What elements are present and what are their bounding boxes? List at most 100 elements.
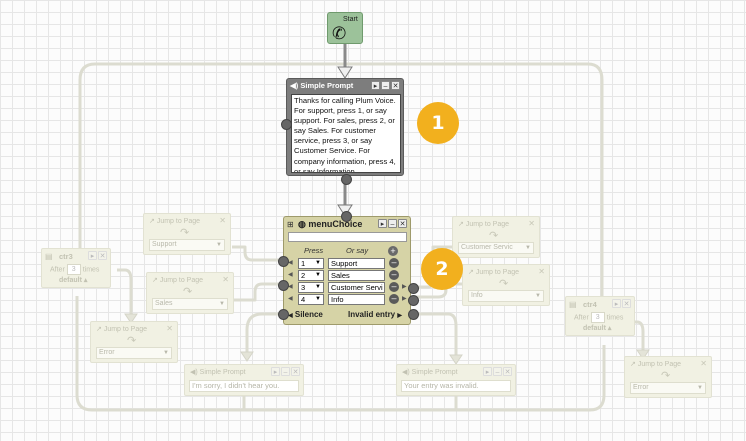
callout-badge-1: 1 (417, 102, 459, 144)
output-port[interactable] (408, 295, 419, 306)
counter-node-ctr3[interactable]: ▤ ctr3 ▸ ✕ After 3 times default ▴ (41, 248, 111, 288)
silence-text: Silence (294, 310, 323, 319)
output-port[interactable] (408, 309, 419, 320)
left-arrow-icon[interactable]: ◀ (288, 284, 293, 290)
output-port[interactable] (278, 280, 289, 291)
play-icon[interactable]: ▸ (612, 299, 621, 308)
say-input[interactable]: Customer Servi (328, 282, 385, 293)
remove-row-icon[interactable]: – (389, 282, 399, 292)
close-icon[interactable]: ✕ (398, 219, 407, 228)
menu-row: ◀ 1▼ Support – (288, 258, 406, 269)
counter-node-ctr4[interactable]: ▤ ctr4 ▸ ✕ After 3 times default ▴ (565, 296, 635, 336)
invalid-prompt-node[interactable]: ◀) Simple Prompt ▸ – ✕ Your entry was in… (396, 364, 516, 396)
left-arrow-icon[interactable]: ◀ (288, 260, 293, 266)
jump-node-customer-service[interactable]: ↗ Jump to Page ✕ ↷ Customer Servic▼ (452, 216, 540, 258)
close-icon[interactable]: ✕ (166, 324, 173, 333)
say-input[interactable]: Info (328, 294, 385, 305)
minimize-icon[interactable]: – (388, 219, 397, 228)
key-value: 1 (301, 259, 306, 268)
close-icon[interactable]: ✕ (391, 81, 400, 90)
jump-node-error-left[interactable]: ↗ Jump to Page ✕ ↷ Error ▼ (90, 321, 178, 363)
curved-arrow-icon: ↷ (127, 335, 137, 347)
node-controls: ▸ – ✕ (371, 81, 400, 90)
jump-node-error-right[interactable]: ↗ Jump to Page ✕ ↷ Error▼ (624, 356, 712, 398)
count-input[interactable]: 3 (66, 264, 81, 275)
minimize-icon[interactable]: – (493, 367, 502, 376)
silence-prompt-node[interactable]: ◀) Simple Prompt ▸ – ✕ I'm sorry, I didn… (184, 364, 304, 396)
close-icon[interactable]: ✕ (503, 367, 512, 376)
output-port[interactable] (341, 174, 352, 185)
menu-choice-node[interactable]: ⊞ ◍ menuChoice ▸ – ✕ Press Or say + ◀ 1▼… (278, 211, 419, 325)
output-port[interactable] (278, 256, 289, 267)
key-select[interactable]: 2▼ (298, 270, 324, 281)
say-input[interactable]: Sales (328, 270, 385, 281)
play-icon[interactable]: ▸ (88, 251, 97, 260)
key-value: 3 (301, 283, 306, 292)
jump-node-info[interactable]: ↗ Jump to Page ✕ ↷ Info▼ (462, 264, 550, 306)
node-controls: ▸ ✕ (612, 299, 631, 308)
left-arrow-icon[interactable]: ◀ (288, 296, 293, 302)
simple-prompt-title: ◀) Simple Prompt (290, 81, 353, 90)
page-select[interactable]: Error▼ (630, 382, 706, 394)
close-icon[interactable]: ✕ (700, 359, 707, 368)
curved-arrow-icon: ↷ (183, 286, 193, 298)
page-select[interactable]: Support▼ (149, 239, 225, 251)
page-select[interactable]: Error ▼ (96, 347, 172, 359)
output-port[interactable] (278, 309, 289, 320)
remove-row-icon[interactable]: – (389, 270, 399, 280)
close-icon[interactable]: ✕ (622, 299, 631, 308)
simple-prompt-node[interactable]: ◀) Simple Prompt ▸ – ✕ Thanks for callin… (281, 78, 404, 185)
play-icon[interactable]: ▸ (378, 219, 387, 228)
remove-row-icon[interactable]: – (389, 294, 399, 304)
key-select[interactable]: 1▼ (298, 258, 324, 269)
close-icon[interactable]: ✕ (222, 275, 229, 284)
key-select[interactable]: 3▼ (298, 282, 324, 293)
close-icon[interactable]: ✕ (538, 267, 545, 276)
input-port[interactable] (341, 211, 352, 222)
input-port[interactable] (281, 119, 292, 130)
page-select[interactable]: Customer Servic▼ (458, 242, 534, 254)
minimize-icon[interactable]: – (281, 367, 290, 376)
play-icon[interactable]: ▸ (271, 367, 280, 376)
page-select[interactable]: Sales▼ (152, 298, 228, 310)
jump-title: ↗ Jump to Page (96, 325, 147, 333)
say-input[interactable]: Support (328, 258, 385, 269)
callout-badge-2: 2 (421, 248, 463, 290)
close-icon[interactable]: ✕ (98, 251, 107, 260)
start-node[interactable]: Start ✆ (327, 12, 363, 44)
counter-default: default ▴ (583, 324, 611, 332)
jump-node-sales[interactable]: ↗ Jump to Page ✕ ↷ Sales▼ (146, 272, 234, 314)
chevron-down-icon: ▼ (163, 350, 169, 356)
play-icon[interactable]: ▸ (483, 367, 492, 376)
page-select-value: Error (99, 349, 115, 356)
minimize-icon[interactable]: – (381, 81, 390, 90)
page-select[interactable]: Info▼ (468, 290, 544, 302)
key-select[interactable]: 4▼ (298, 294, 324, 305)
page-select-value: Sales (155, 300, 173, 307)
node-controls: ▸ ✕ (88, 251, 107, 260)
right-arrow-icon[interactable]: ▶ (402, 296, 407, 302)
menu-name-field[interactable] (288, 232, 407, 242)
start-label: Start (343, 16, 358, 23)
close-icon[interactable]: ✕ (528, 219, 535, 228)
play-icon[interactable]: ▸ (371, 81, 380, 90)
close-icon[interactable]: ✕ (291, 367, 300, 376)
jump-title: ↗ Jump to Page (149, 217, 200, 225)
key-value: 4 (301, 295, 306, 304)
remove-row-icon[interactable]: – (389, 258, 399, 268)
right-arrow-icon[interactable]: ▶ (402, 284, 407, 290)
chevron-down-icon: ▼ (525, 245, 531, 251)
prompt-text[interactable]: I'm sorry, I didn't hear you. (189, 380, 299, 392)
speaker-icon: ◀) (402, 369, 410, 376)
output-port[interactable] (408, 283, 419, 294)
jump-icon: ↗ (149, 218, 155, 225)
add-row-icon[interactable]: + (388, 246, 398, 256)
left-arrow-icon[interactable]: ◀ (288, 272, 293, 278)
close-icon[interactable]: ✕ (219, 216, 226, 225)
jump-node-support[interactable]: ↗ Jump to Page ✕ ↷ Support▼ (143, 213, 231, 255)
prompt-text[interactable]: Thanks for calling Plum Voice. For suppo… (291, 94, 401, 173)
invalid-entry-text: Invalid entry (348, 310, 396, 319)
count-input[interactable]: 3 (590, 312, 605, 323)
prompt-text[interactable]: Your entry was invalid. (401, 380, 511, 392)
